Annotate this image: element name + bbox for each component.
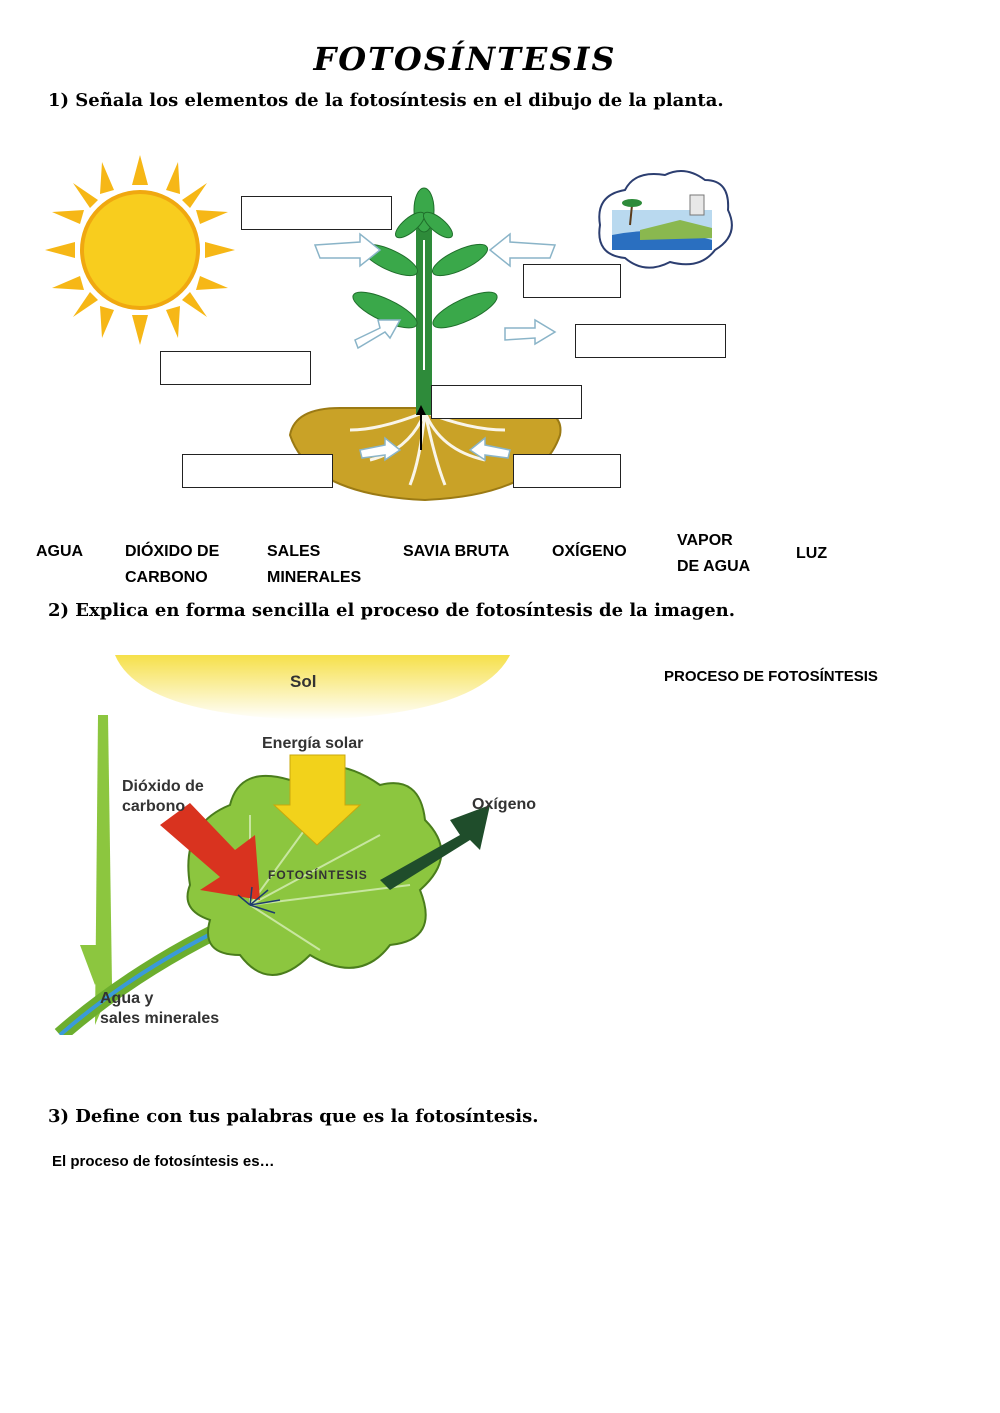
co2-label-line1: Dióxido de — [122, 778, 204, 795]
question-1: 1) Señala los elementos de la fotosíntes… — [48, 90, 724, 111]
plant-diagram — [45, 155, 733, 502]
answer-box-3[interactable] — [575, 324, 726, 358]
word-bank-item[interactable]: OXÍGENO — [552, 543, 627, 560]
word-bank-item[interactable]: SAVIA BRUTA — [403, 543, 510, 560]
answer-prompt[interactable]: El proceso de fotosíntesis es… — [52, 1153, 275, 1170]
answer-box-7[interactable] — [513, 454, 621, 488]
answer-box-1[interactable] — [241, 196, 392, 230]
question-2: 2) Explica en forma sencilla el proceso … — [48, 600, 736, 621]
answer-box-2[interactable] — [523, 264, 621, 298]
water-label-line1: Agua y — [100, 990, 153, 1007]
word-bank-item[interactable]: SALES MINERALES — [267, 543, 362, 586]
co2-label-line2: carbono — [122, 798, 185, 815]
word-bank-item[interactable]: LUZ — [796, 545, 828, 562]
photosynthesis-diagram: Sol Energía solar Dióxido de carbono Oxí… — [54, 655, 536, 1035]
word-bank-item[interactable]: AGUA — [36, 543, 84, 560]
page-title: FOTOSÍNTESIS — [313, 40, 617, 78]
word-bank-item[interactable]: VAPOR DE AGUA — [677, 532, 751, 575]
process-label: PROCESO DE FOTOSÍNTESIS — [664, 668, 878, 685]
energy-label: Energía solar — [262, 735, 363, 752]
question-3: 3) Define con tus palabras que es la fot… — [48, 1106, 539, 1127]
oxygen-label: Oxígeno — [472, 796, 536, 813]
water-cycle-icon — [598, 170, 733, 269]
answer-box-4[interactable] — [160, 351, 311, 385]
answer-box-6[interactable] — [182, 454, 333, 488]
answer-box-5[interactable] — [431, 385, 582, 419]
center-label: FOTOSÍNTESIS — [268, 867, 368, 882]
word-bank-item[interactable]: DIÓXIDO DE CARBONO — [125, 543, 220, 586]
water-label-line2: sales minerales — [100, 1010, 219, 1027]
sun-label: Sol — [290, 672, 316, 691]
sun-icon — [45, 155, 235, 345]
